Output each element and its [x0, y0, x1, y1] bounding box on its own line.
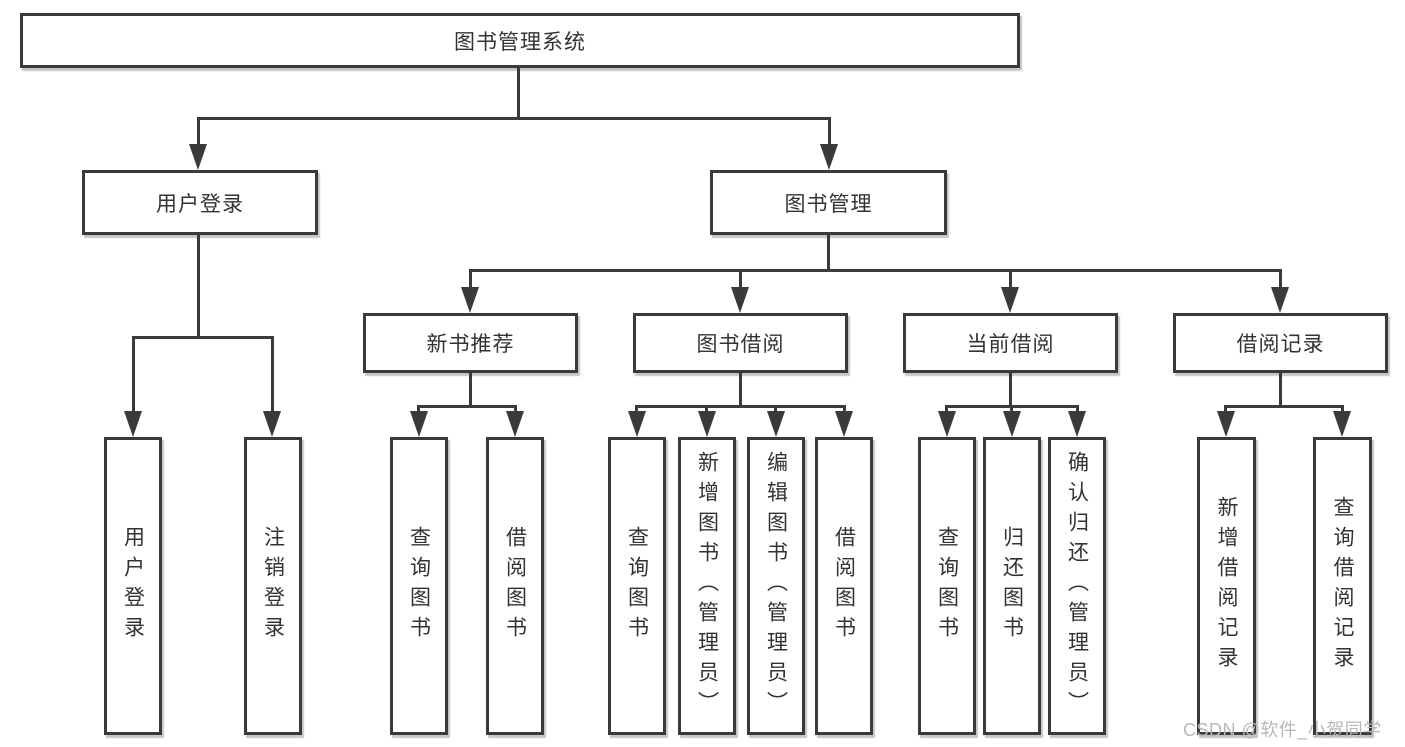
node-user-login-label: 用户登录: [156, 192, 244, 216]
node-book-borrowing: 图书借阅: [633, 313, 848, 373]
node-edit-books-admin: 编辑图书（管理员）: [747, 437, 805, 735]
arrowhead-down-icon: [938, 411, 956, 437]
node-borrow-books-borrowing: 借阅图书: [815, 437, 873, 735]
arrowhead-down-icon: [506, 411, 524, 437]
connector-line: [417, 405, 420, 415]
node-book-borrowing-label: 图书借阅: [696, 333, 785, 356]
node-current-borrowing-label: 当前借阅: [966, 333, 1055, 356]
arrowhead-down-icon: [1333, 411, 1351, 437]
csdn-watermark: CSDN @软件_小贺同学: [1183, 720, 1382, 740]
connector-line: [1341, 405, 1344, 415]
node-add-books-admin-label: 新增图书（管理员）: [695, 451, 719, 721]
connector-line: [635, 405, 638, 415]
connector-line: [635, 405, 846, 408]
connector-line: [469, 373, 472, 408]
connector-line: [739, 269, 742, 287]
connector-line: [197, 117, 831, 120]
node-new-book-recommendation: 新书推荐: [363, 313, 578, 373]
connector-line: [1224, 405, 1344, 408]
node-user-login: 用户登录: [82, 170, 318, 235]
arrowhead-down-icon: [820, 144, 838, 170]
connector-line: [1010, 405, 1013, 415]
connector-line: [1009, 269, 1012, 287]
node-logout-label: 注销登录: [261, 526, 285, 646]
connector-line: [739, 373, 742, 408]
node-confirm-return-admin-label: 确认归还（管理员）: [1065, 451, 1089, 721]
node-add-books-admin: 新增图书（管理员）: [678, 437, 736, 735]
node-query-books-current: 查询图书: [918, 437, 976, 735]
node-borrowing-records-label: 借阅记录: [1236, 333, 1325, 356]
node-new-book-recommendation-label: 新书推荐: [426, 333, 515, 356]
arrowhead-down-icon: [263, 411, 281, 437]
connector-line: [271, 336, 274, 414]
connector-line: [132, 336, 135, 414]
arrowhead-down-icon: [1217, 411, 1235, 437]
node-borrow-books-recommend: 借阅图书: [486, 437, 544, 735]
connector-line: [1279, 269, 1282, 287]
connector-line: [774, 405, 777, 415]
connector-line: [843, 405, 846, 415]
node-query-books-recommend-label: 查询图书: [407, 526, 431, 646]
arrowhead-down-icon: [461, 287, 479, 313]
node-root-label: 图书管理系统: [454, 30, 586, 54]
connector-line: [945, 405, 948, 415]
connector-line: [514, 405, 517, 415]
node-user-login-action: 用户登录: [104, 437, 162, 735]
connector-line: [828, 117, 831, 147]
node-confirm-return-admin: 确认归还（管理员）: [1048, 437, 1106, 735]
connector-line: [197, 235, 200, 339]
node-current-borrowing: 当前借阅: [903, 313, 1118, 373]
connector-line: [705, 405, 708, 415]
node-query-books-current-label: 查询图书: [935, 526, 959, 646]
node-book-management: 图书管理: [710, 170, 947, 235]
node-query-borrow-record: 查询借阅记录: [1313, 437, 1372, 735]
node-query-books-recommend: 查询图书: [390, 437, 448, 735]
connector-line: [1009, 373, 1012, 408]
arrowhead-down-icon: [835, 411, 853, 437]
arrowhead-down-icon: [189, 144, 207, 170]
node-borrowing-records: 借阅记录: [1173, 313, 1388, 373]
node-query-books-borrowing: 查询图书: [608, 437, 666, 735]
connector-line: [827, 235, 830, 272]
arrowhead-down-icon: [698, 411, 716, 437]
node-edit-books-admin-label: 编辑图书（管理员）: [764, 451, 788, 721]
arrowhead-down-icon: [767, 411, 785, 437]
arrowhead-down-icon: [731, 287, 749, 313]
arrowhead-down-icon: [1001, 287, 1019, 313]
node-query-borrow-record-label: 查询借阅记录: [1331, 496, 1354, 676]
arrowhead-down-icon: [1271, 287, 1289, 313]
arrowhead-down-icon: [124, 411, 142, 437]
node-query-books-borrowing-label: 查询图书: [625, 526, 649, 646]
node-add-borrow-record: 新增借阅记录: [1197, 437, 1256, 735]
connector-line: [469, 269, 472, 287]
node-logout: 注销登录: [244, 437, 302, 735]
arrowhead-down-icon: [1003, 411, 1021, 437]
node-return-books: 归还图书: [983, 437, 1041, 735]
node-borrow-books-borrowing-label: 借阅图书: [832, 526, 856, 646]
connector-line: [132, 336, 274, 339]
connector-line: [1076, 405, 1079, 415]
connector-line: [197, 117, 200, 147]
node-root: 图书管理系统: [20, 13, 1020, 68]
node-add-borrow-record-label: 新增借阅记录: [1215, 496, 1238, 676]
arrowhead-down-icon: [1068, 411, 1086, 437]
arrowhead-down-icon: [410, 411, 428, 437]
connector-line: [417, 405, 517, 408]
arrowhead-down-icon: [628, 411, 646, 437]
node-user-login-action-label: 用户登录: [121, 526, 145, 646]
connector-line: [1224, 405, 1227, 415]
node-return-books-label: 归还图书: [1000, 526, 1024, 646]
connector-line: [1279, 373, 1282, 408]
connector-line: [469, 269, 1282, 272]
connector-line: [517, 68, 520, 118]
node-borrow-books-recommend-label: 借阅图书: [503, 526, 527, 646]
node-book-management-label: 图书管理: [784, 192, 873, 216]
